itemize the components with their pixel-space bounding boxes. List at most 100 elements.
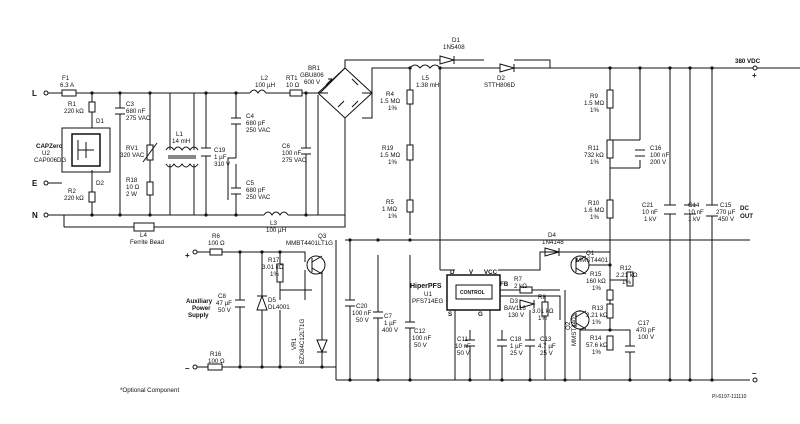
c12-ref: C12 xyxy=(414,328,426,335)
br1-ref: BR1 xyxy=(308,65,321,72)
r11-tol: 1% xyxy=(590,159,599,166)
c21-value: 10 nF xyxy=(642,209,658,216)
r6-value: 100 Ω xyxy=(208,240,225,247)
d5-ref: D5 xyxy=(268,297,276,304)
c19-ref: C19 xyxy=(214,147,226,154)
c14-ref: C14 xyxy=(688,202,700,209)
c4-value: 680 pF xyxy=(246,120,265,127)
r17-value: 3.01 kΩ xyxy=(262,264,284,271)
r5-value: 1 MΩ xyxy=(382,206,397,213)
d1-ref: D1 xyxy=(452,37,460,44)
aux-minus: – xyxy=(185,364,190,373)
vr1-part: BZX84C12LT1G xyxy=(299,319,306,364)
r17-ref: R17 xyxy=(268,257,280,264)
r11-ref: R11 xyxy=(588,145,599,152)
q3-part: MMBT4401LT1G xyxy=(286,240,333,247)
c13-value: 4.7 µF xyxy=(538,343,556,350)
q3-ref: Q3 xyxy=(318,233,327,240)
c14-value: 10 nF xyxy=(688,209,704,216)
br1-part: GBU806 xyxy=(300,72,324,79)
r18-value: 10 Ω xyxy=(126,184,140,191)
f1-ref: F1 xyxy=(62,75,70,82)
c8-rating: 50 V xyxy=(218,307,232,314)
c5-rating: 250 VAC xyxy=(246,194,271,201)
r7-value: 2 kΩ xyxy=(514,283,527,290)
c19-rating: 310 V xyxy=(214,161,231,168)
c13-rating: 25 V xyxy=(540,350,554,357)
c15-ref: C15 xyxy=(720,202,732,209)
terminal-e: E xyxy=(32,179,38,188)
l2-value: 100 µH xyxy=(255,82,275,89)
output-plus: + xyxy=(752,71,757,80)
c6-ref: C6 xyxy=(282,143,290,150)
r19-value: 1.5 MΩ xyxy=(380,152,400,159)
pin-g: G xyxy=(478,311,483,318)
r8-ref: R8 xyxy=(538,294,546,301)
r10-tol: 1% xyxy=(590,214,599,221)
r13-tol: 1% xyxy=(592,319,601,326)
c11-rating: 50 V xyxy=(457,350,471,357)
c16-value: 100 nF xyxy=(650,152,669,159)
d3-rating: 130 V xyxy=(508,312,525,319)
r4-ref: R4 xyxy=(386,91,394,98)
r7-ref: R7 xyxy=(514,276,522,283)
optional-note: *Optional Component xyxy=(120,387,179,394)
br1-rating: 600 V xyxy=(304,79,321,86)
r6-ref: R6 xyxy=(212,233,220,240)
symbols xyxy=(43,55,758,383)
u1-part: PFS714EG xyxy=(412,298,443,305)
r13-ref: R13 xyxy=(592,305,604,312)
l3-value: 100 µH xyxy=(266,227,286,234)
r10-value: 1.6 MΩ xyxy=(584,207,604,214)
c21-ref: C21 xyxy=(642,202,654,209)
q1-ref: Q1 xyxy=(586,250,595,257)
aux-label-3: Supply xyxy=(188,312,209,319)
r8-tol: 1% xyxy=(538,315,547,322)
r4-tol: 1% xyxy=(388,105,397,112)
c3-value: 680 nF xyxy=(126,108,145,115)
l1-value: 14 mH xyxy=(172,138,190,145)
capzero-ref: U2 xyxy=(42,150,50,157)
r2-ref: R2 xyxy=(68,188,76,195)
c17-ref: C17 xyxy=(638,320,650,327)
aux-plus: + xyxy=(185,251,190,260)
output-minus: – xyxy=(752,369,757,378)
q1-part: MMST4401 xyxy=(576,257,609,264)
d2-capzero-ref: D2 xyxy=(96,180,104,187)
c20-value: 100 nF xyxy=(352,310,371,317)
q2-part: MMST4403 xyxy=(571,313,578,346)
dc-out-label-1: DC xyxy=(740,205,749,212)
r9-value: 1.5 MΩ xyxy=(584,100,604,107)
c17-rating: 100 V xyxy=(638,334,655,341)
c7-ref: C7 xyxy=(384,313,392,320)
c4-ref: C4 xyxy=(246,113,254,120)
c19-value: 1 µF xyxy=(214,154,227,161)
rt1-value: 10 Ω xyxy=(286,82,300,89)
c16-ref: C16 xyxy=(650,145,662,152)
u1-brand: HiperPFS xyxy=(410,283,442,290)
l5-ref: L5 xyxy=(422,75,429,82)
wires xyxy=(46,59,800,381)
d3-part: BAV116 xyxy=(504,305,526,312)
r10-ref: R10 xyxy=(588,200,600,207)
r18-ref: R18 xyxy=(126,177,138,184)
c12-rating: 50 V xyxy=(414,342,428,349)
c7-rating: 400 V xyxy=(382,327,399,334)
r14-tol: 1% xyxy=(592,349,601,356)
r18-rating: 2 W xyxy=(126,191,137,198)
r11-value: 732 kΩ xyxy=(584,152,604,159)
c8-ref: C8 xyxy=(218,293,226,300)
c11-value: 10 nF xyxy=(455,343,471,350)
r1-ref: R1 xyxy=(68,101,76,108)
r19-tol: 1% xyxy=(388,159,397,166)
r16-ref: R16 xyxy=(210,351,222,358)
d2-ref: D2 xyxy=(497,75,505,82)
u1-ref: U1 xyxy=(424,291,432,298)
c15-rating: 450 V xyxy=(718,216,735,223)
d2-part: STTH806D xyxy=(484,82,515,89)
c5-value: 680 pF xyxy=(246,187,265,194)
c8-value: 47 µF xyxy=(216,300,232,307)
pin-v: V xyxy=(469,269,474,276)
r19-ref: R19 xyxy=(382,145,394,152)
output-voltage-label: 380 VDC xyxy=(735,58,761,65)
